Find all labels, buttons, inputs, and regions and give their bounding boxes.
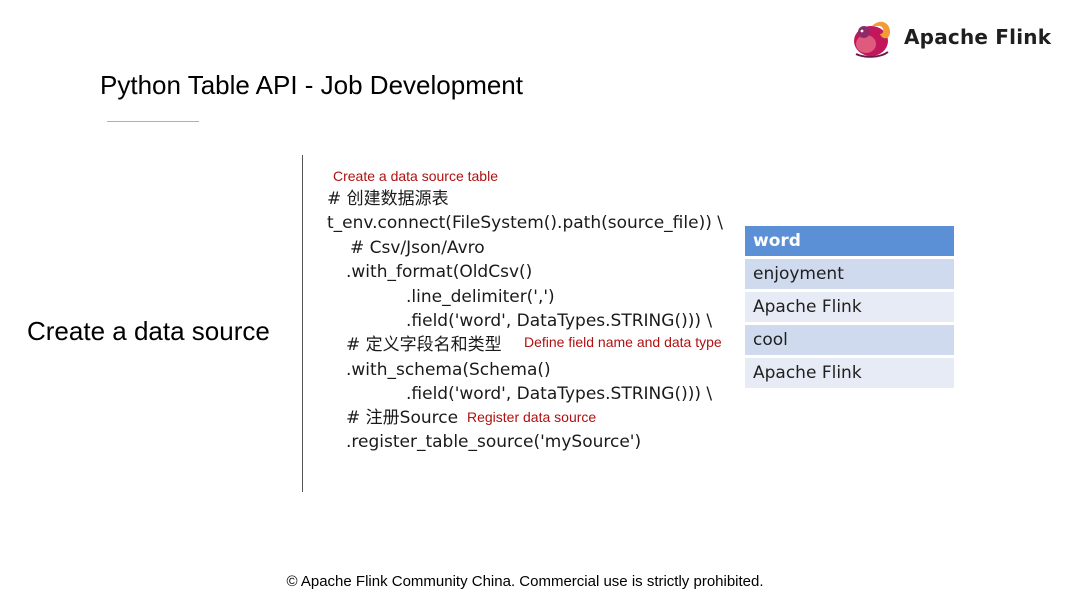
title-underline: [107, 121, 199, 122]
annotation-create-table: Create a data source table: [333, 168, 498, 184]
table-row: cool: [745, 325, 954, 355]
code-line-8: .with_schema(Schema(): [346, 360, 551, 380]
code-line-5: .line_delimiter(','): [406, 287, 555, 307]
copyright-footer: © Apache Flink Community China. Commerci…: [286, 573, 764, 590]
table-cell: enjoyment: [745, 259, 954, 289]
code-line-2: t_env.connect(FileSystem().path(source_f…: [327, 213, 723, 233]
code-line-3: # Csv/Json/Avro: [350, 238, 485, 258]
code-line-7: # 定义字段名和类型: [346, 335, 502, 355]
apache-flink-logo: Apache Flink: [850, 14, 1051, 60]
word-table: word enjoyment Apache Flink cool Apache …: [745, 223, 954, 391]
table-cell: Apache Flink: [745, 292, 954, 322]
code-line-4: .with_format(OldCsv(): [346, 262, 533, 282]
annotation-register: Register data source: [467, 409, 597, 425]
table-cell: cool: [745, 325, 954, 355]
table-row: Apache Flink: [745, 292, 954, 322]
code-line-11: .register_table_source('mySource'): [346, 432, 642, 452]
code-line-10: # 注册Source: [346, 408, 459, 428]
code-line-9: .field('word', DataTypes.STRING())) \: [406, 384, 713, 404]
table-header-cell: word: [745, 226, 954, 256]
slide-title: Python Table API - Job Development: [100, 70, 523, 100]
table-cell: Apache Flink: [745, 358, 954, 388]
vertical-divider: [302, 155, 303, 492]
section-label: Create a data source: [27, 316, 270, 346]
code-line-1: # 创建数据源表: [327, 189, 449, 209]
code-line-6: .field('word', DataTypes.STRING())) \: [406, 311, 713, 331]
squirrel-icon: [854, 21, 890, 58]
table-row: Apache Flink: [745, 358, 954, 388]
table-header-row: word: [745, 226, 954, 256]
brand-name: Apache Flink: [904, 25, 1052, 49]
annotation-field-types: Define field name and data type: [524, 334, 722, 350]
table-row: enjoyment: [745, 259, 954, 289]
